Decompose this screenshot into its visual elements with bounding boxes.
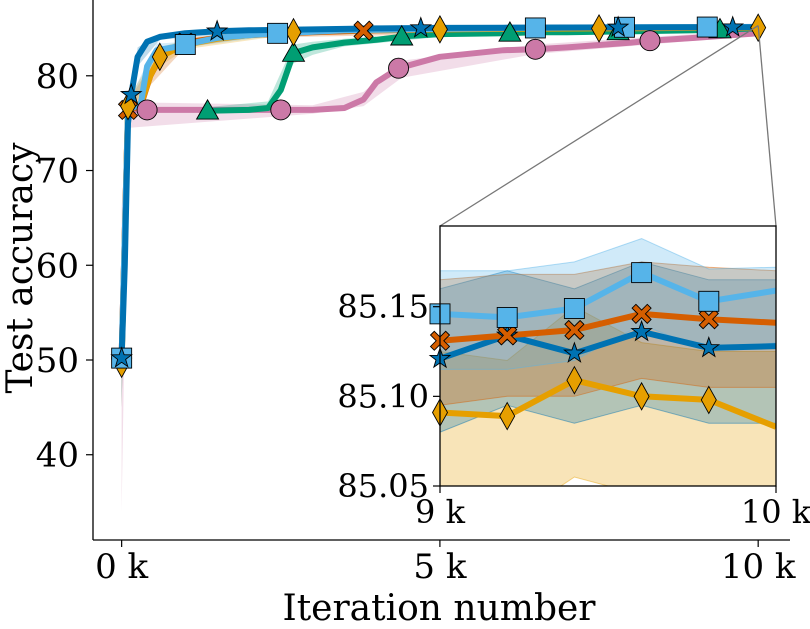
series-5-marker-4: [606, 15, 630, 37]
series-0-marker-2: [270, 99, 292, 121]
inset-series-1-marker-2: [563, 341, 586, 363]
y-tick-label-1: 50: [36, 341, 79, 381]
series-4-marker-2: [267, 22, 289, 44]
y-tick-label-3: 70: [36, 152, 79, 192]
x-axis-label: Iteration number: [282, 588, 596, 629]
inset-y-tick-label-2: 85.15: [337, 288, 429, 326]
series-0-marker-4: [524, 38, 546, 60]
inset-series-0-line: [440, 377, 776, 430]
series-1-marker-2: [389, 24, 414, 46]
series-1-band: [207, 26, 759, 114]
inset-y-tick-label-1: 85.10: [337, 377, 429, 415]
inset-series-3-line: [440, 269, 776, 321]
main-markers-layer: [110, 13, 767, 379]
main-bands-layer: [121, 25, 759, 512]
x-tick-label-2: 10 k: [721, 547, 796, 587]
inset-x-tick-label-1: 10 k: [741, 493, 810, 531]
x-tick-label-0: 0 k: [95, 547, 148, 587]
series-3-marker-2: [151, 42, 168, 72]
series-1-marker-0: [195, 98, 220, 120]
x-tick-label-1: 5 k: [413, 547, 466, 587]
series-4-marker-5: [696, 16, 718, 38]
zoom-inset-frame: [439, 225, 777, 487]
inset-series-3-marker-2: [563, 298, 585, 319]
inset-y-tick-label-0: 85.05: [337, 467, 429, 505]
series-0-marker-3: [388, 57, 409, 79]
main-axes: [92, 0, 790, 541]
inset-series-2-line: [440, 310, 776, 344]
zoom-inset-background: [440, 226, 776, 486]
inset-series-3-marker-3: [631, 262, 653, 284]
series-4-marker-1: [174, 34, 196, 55]
inset-series-2-marker-2: [564, 319, 585, 341]
inset-series-0-marker-1: [499, 401, 516, 431]
inset-series-2-marker-3: [631, 303, 652, 324]
inset-x-tick-label-0: 9 k: [415, 493, 466, 531]
series-5-marker-0: [110, 346, 133, 368]
series-2-marker-3: [353, 20, 374, 41]
series-1-marker-1: [281, 41, 306, 62]
series-5-marker-3: [409, 16, 433, 38]
inset-series-0-marker-2: [566, 365, 583, 395]
series-0-line: [118, 30, 762, 362]
inset-series-3-marker-4: [698, 290, 720, 312]
inset-series-0-marker-3: [633, 381, 650, 411]
inset-lines-layer: [440, 269, 776, 430]
zoom-connector-right: [757, 25, 777, 227]
series-4-marker-3: [524, 17, 546, 39]
series-0-marker-1: [136, 99, 158, 121]
series-3-marker-4: [431, 14, 448, 44]
zoom-connector-left: [439, 25, 759, 227]
series-5-marker-1: [119, 82, 143, 105]
inset-series-3-marker-1: [496, 306, 518, 328]
series-3-marker-3: [285, 17, 302, 47]
inset-series-2-band: [440, 261, 776, 406]
series-5-marker-2: [205, 19, 229, 41]
series-0-marker-5: [639, 30, 661, 52]
inset-series-1-marker-3: [630, 319, 653, 342]
series-5-marker-5: [721, 15, 745, 37]
y-tick-label-4: 80: [36, 57, 79, 97]
y-tick-label-2: 60: [36, 246, 79, 286]
inset-ticks-layer: 9 k 10 k 85.05 85.10 85.15: [337, 288, 810, 531]
main-ticks-layer: 0 k 5 k 10 k 40 50 60 70 80: [36, 57, 796, 587]
series-1-marker-3: [498, 21, 522, 42]
inset-series-0-marker-4: [700, 385, 717, 415]
y-tick-label-0: 40: [36, 436, 79, 476]
zoom-connector-lines: [439, 25, 777, 227]
inset-bands-layer: [440, 238, 776, 486]
inset-series-1-marker-4: [697, 336, 721, 358]
series-3-marker-5: [591, 13, 608, 43]
y-axis-label: Test accuracy: [0, 142, 41, 394]
